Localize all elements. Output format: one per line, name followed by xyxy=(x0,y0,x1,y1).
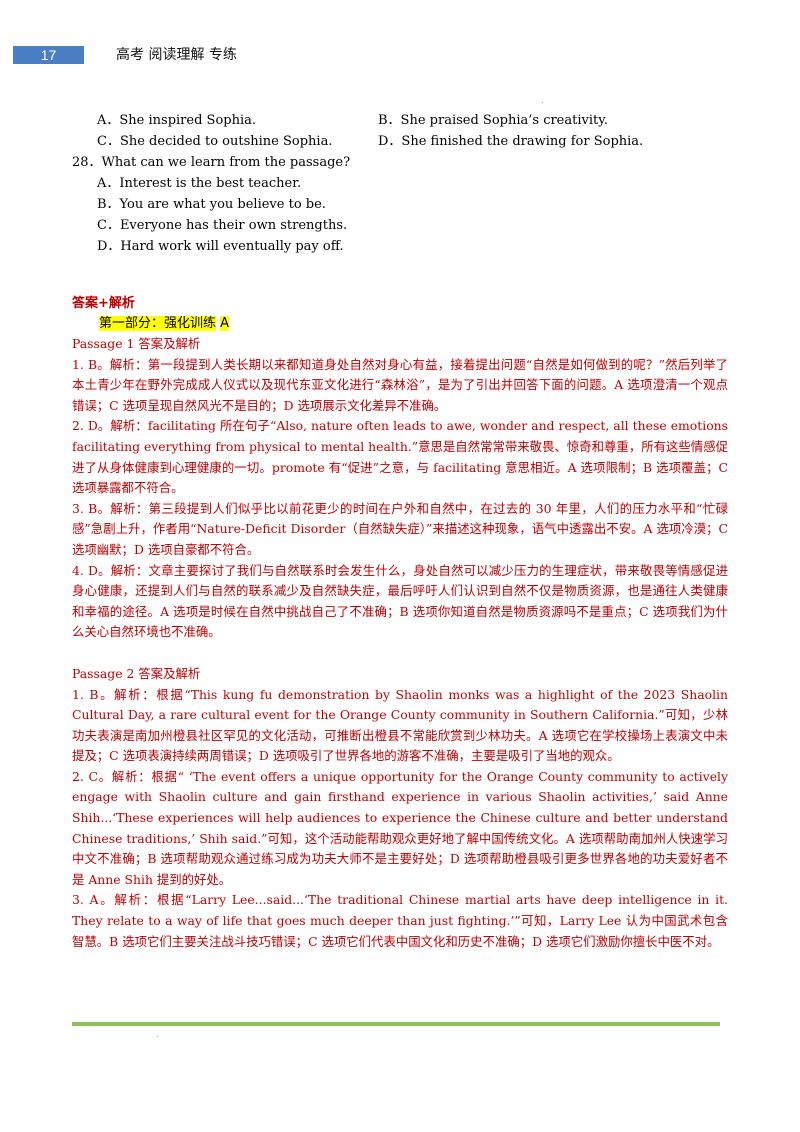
explanation-item: 1. B。解析：根据“This kung fu demonstration by… xyxy=(72,686,728,764)
explanation-item: 2. D。解析：facilitating 所在句子“Also, nature o… xyxy=(72,418,728,496)
question-28-option-b: B．You are what you believe to be. xyxy=(97,197,326,212)
passage-2-title: Passage 2 答案及解析 xyxy=(72,665,201,681)
explanation-item: 3. A。解析：根据“Larry Lee...said...‘The tradi… xyxy=(72,892,728,949)
answer-section-title: 答案+解析 xyxy=(72,296,135,311)
question-28-stem: 28．What can we learn from the passage? xyxy=(72,155,351,170)
stray-dot: . xyxy=(156,1030,159,1039)
header-title: 高考 阅读理解 专练 xyxy=(116,47,237,63)
part-level: A xyxy=(220,316,230,331)
question-28-option-a: A．Interest is the best teacher. xyxy=(97,176,302,191)
page-header: 17 高考 阅读理解 专练 xyxy=(13,46,773,68)
page-number-badge: 17 xyxy=(13,46,84,64)
question-28-option-c: C．Everyone has their own strengths. xyxy=(97,218,348,233)
part-label: 第一部分：强化训练 xyxy=(99,316,217,331)
explanation-item: 1. B。解析：第一段提到人类长期以来都知道身处自然对身心有益，接着提出问题“自… xyxy=(72,356,728,413)
passage-1-title: Passage 1 答案及解析 xyxy=(72,336,201,351)
question-block: A．She inspired Sophia. B．She praised Sop… xyxy=(72,110,752,257)
explanation-item: 2. C。解析：根据“ ‘The event offers a unique o… xyxy=(72,768,728,887)
bottom-divider xyxy=(72,1022,720,1026)
option-row: A．She inspired Sophia. B．She praised Sop… xyxy=(72,110,752,131)
explanation-item: 4. D。解析：文章主要探讨了我们与自然联系时会发生什么，身处自然可以减少压力的… xyxy=(72,562,728,640)
answer-section: 答案+解析 第一部分：强化训练 A Passage 1 答案及解析 1. B。解… xyxy=(72,294,728,952)
option-row: C．She decided to outshine Sophia. D．She … xyxy=(72,131,752,152)
option-d: D．She finished the drawing for Sophia. xyxy=(378,134,644,149)
option-b: B．She praised Sophia’s creativity. xyxy=(378,113,608,128)
stray-dot: . xyxy=(541,96,544,105)
passage-1-explanations: 1. B。解析：第一段提到人类长期以来都知道身处自然对身心有益，接着提出问题“自… xyxy=(72,355,728,643)
explanation-item: 3. B。解析：第三段提到人们似乎比以前花更少的时间在户外和自然中，在过去的 3… xyxy=(72,500,728,557)
spacer xyxy=(72,643,728,664)
passage-2-explanations: 1. B。解析：根据“This kung fu demonstration by… xyxy=(72,685,728,953)
option-c: C．She decided to outshine Sophia. xyxy=(97,134,333,149)
part-label-line: 第一部分：强化训练 A xyxy=(99,314,728,334)
option-a: A．She inspired Sophia. xyxy=(97,113,257,128)
question-28-option-d: D．Hard work will eventually pay off. xyxy=(97,239,344,254)
